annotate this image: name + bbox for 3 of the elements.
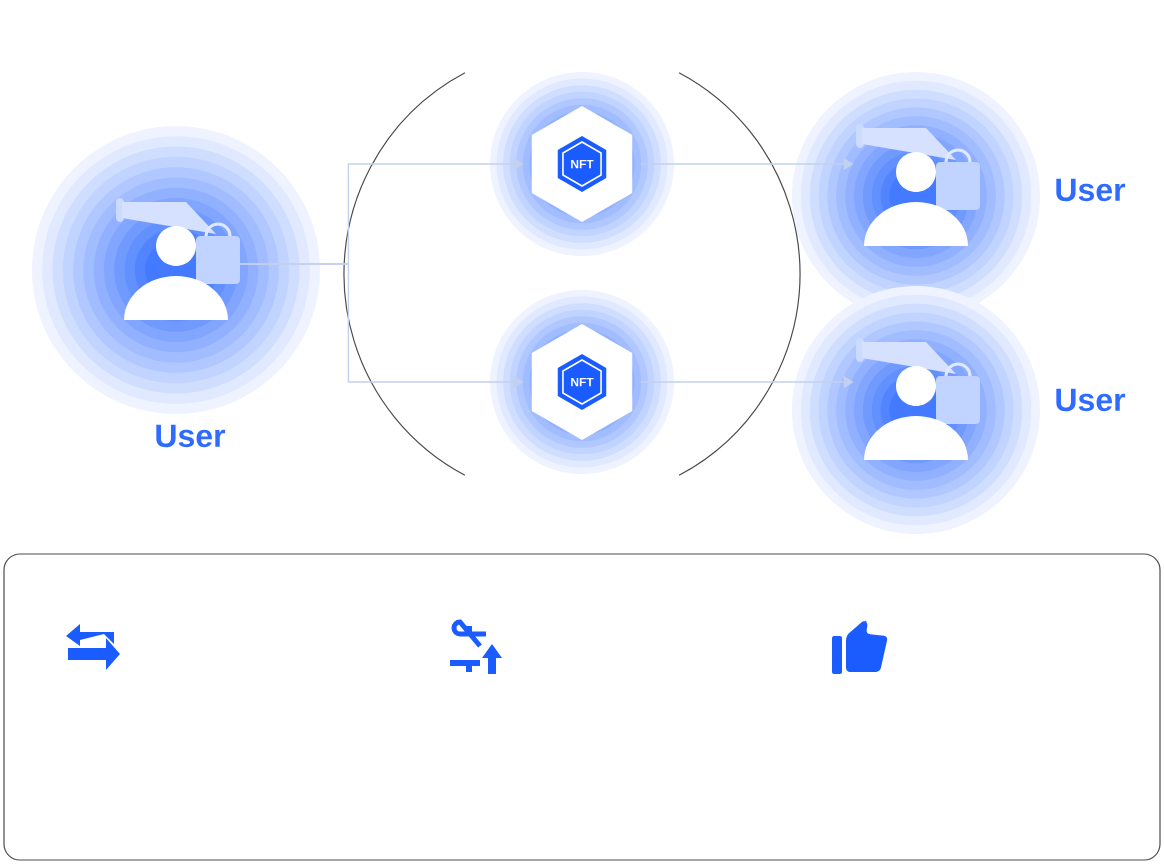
user-label: User	[1056, 178, 1126, 202]
user-label: User	[156, 424, 226, 448]
user-label: User	[1056, 388, 1126, 412]
